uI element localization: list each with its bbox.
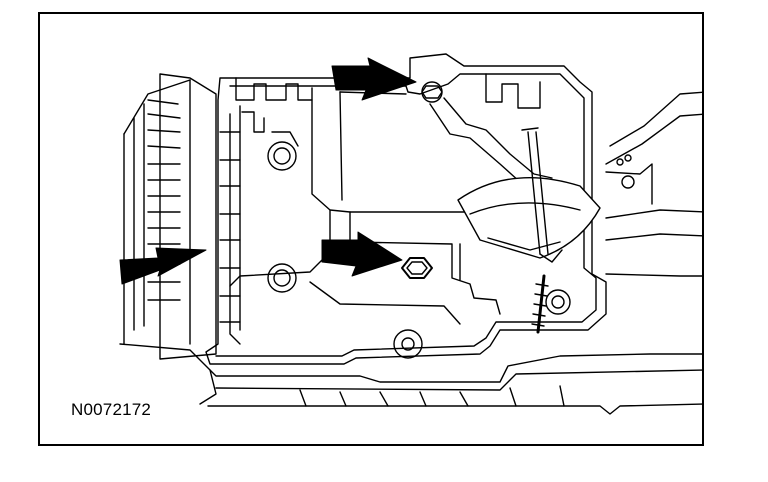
tray-tabs: [235, 73, 541, 133]
arrow-icon: [119, 247, 207, 285]
right-bracket: [605, 91, 702, 277]
bolt-top: [421, 81, 443, 103]
figure-id-label: N0072172: [71, 400, 152, 419]
mounting-bosses: [267, 131, 571, 359]
lower-body: [119, 343, 702, 415]
arrow-icon: [321, 231, 403, 277]
illustration: [119, 53, 702, 415]
bolt-center: [401, 257, 433, 279]
tray-side-ribs: [219, 131, 241, 323]
diagram-frame: N0072172: [38, 12, 704, 446]
hold-down-rod: [521, 127, 563, 334]
left-frame-rail: [123, 73, 217, 360]
arrow-icon: [331, 57, 417, 101]
hold-down-strap: [429, 97, 601, 259]
